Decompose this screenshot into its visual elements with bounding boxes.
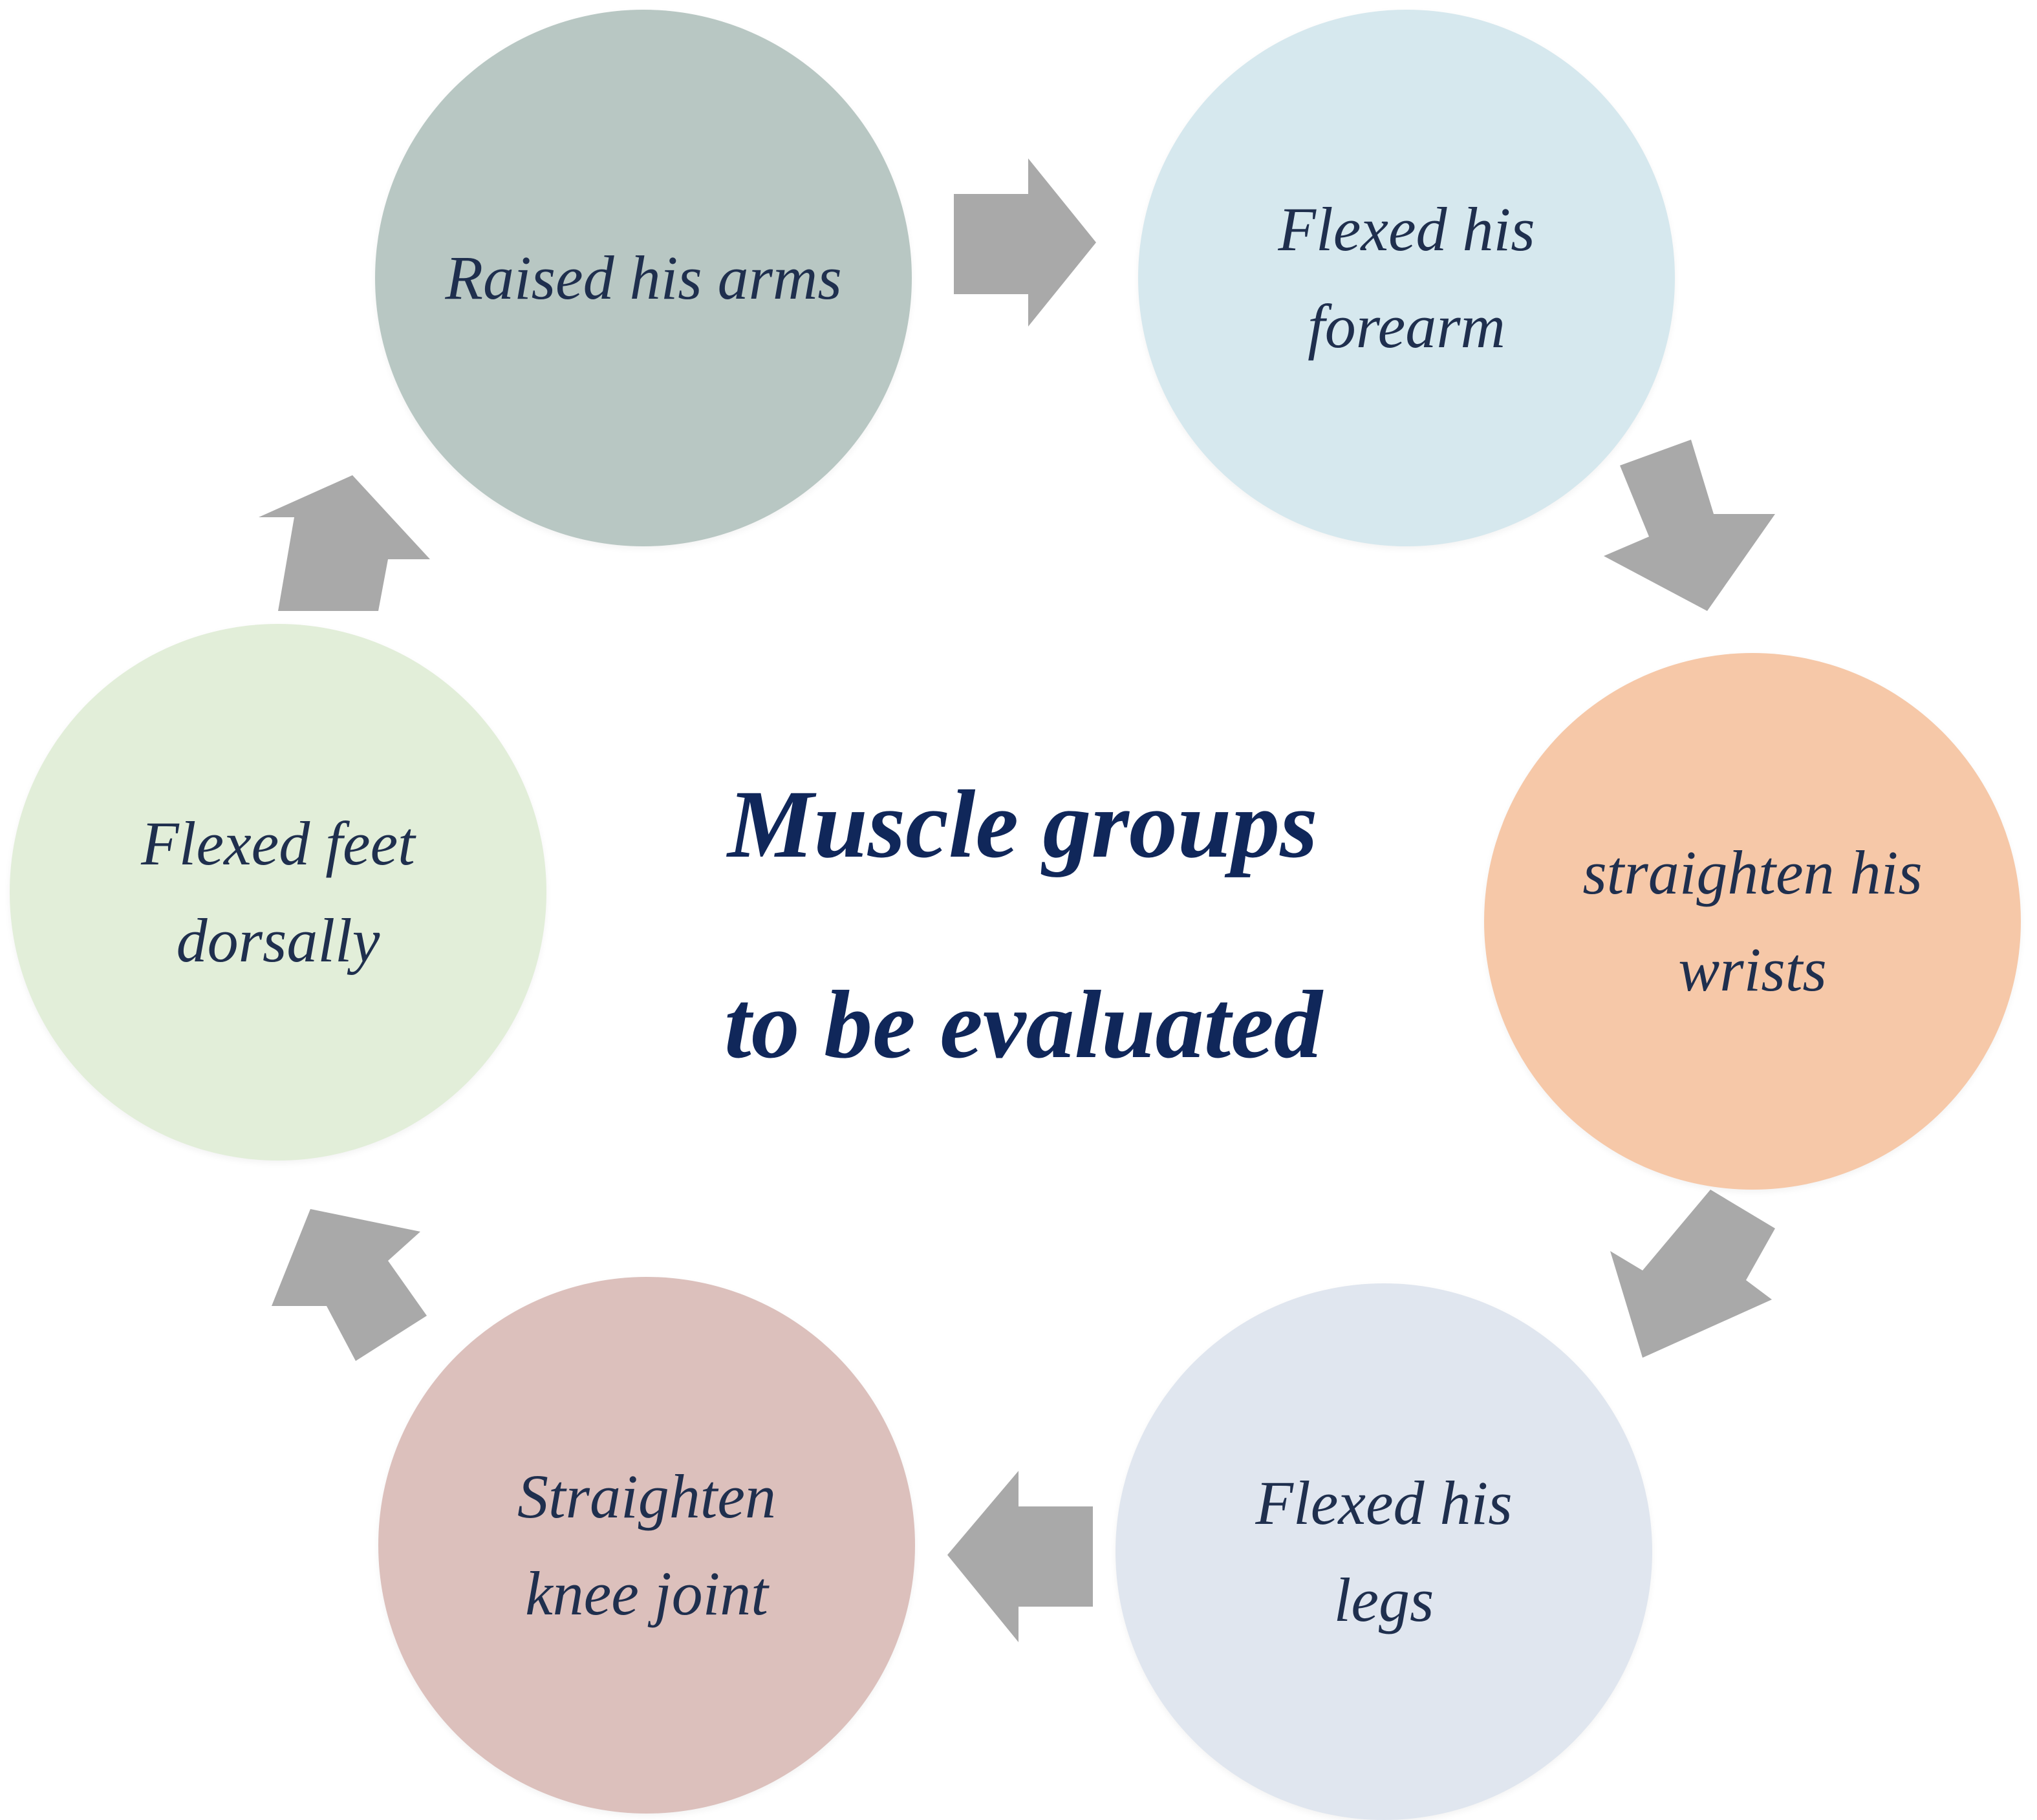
arrow-legs-to-knee: [947, 1471, 1093, 1642]
step-label: Raised his arms: [445, 243, 842, 312]
arrow-feet-to-arms: [259, 475, 430, 611]
step-label: Flexed his forearm: [1278, 195, 1535, 361]
step-label: straighten his wrists: [1582, 838, 1923, 1004]
step-raised-arms: Raised his arms: [375, 10, 912, 546]
step-flexed-legs: Flexed his legs: [1116, 1283, 1652, 1820]
step-flexed-forearm: Flexed his forearm: [1138, 10, 1675, 546]
arrow-knee-to-feet: [272, 1209, 427, 1361]
title-line-1: Muscle groups: [727, 771, 1318, 878]
step-label: Straighten knee joint: [517, 1462, 776, 1628]
diagram-title: Muscle groups to be evaluated: [647, 724, 1455, 1125]
step-label: Flexed feet dorsally: [141, 809, 415, 975]
step-straighten-wrists: straighten his wrists: [1484, 653, 2021, 1190]
step-flexed-feet: Flexed feet dorsally: [10, 624, 546, 1161]
arrow-forearm-to-wrists: [1604, 440, 1775, 611]
step-label: Flexed his legs: [1255, 1468, 1513, 1634]
title-line-2: to be evaluated: [724, 971, 1322, 1078]
arrow-wrists-to-legs: [1610, 1190, 1775, 1358]
step-straighten-knee: Straighten knee joint: [378, 1277, 915, 1814]
arrow-arms-to-forearm: [954, 158, 1096, 327]
